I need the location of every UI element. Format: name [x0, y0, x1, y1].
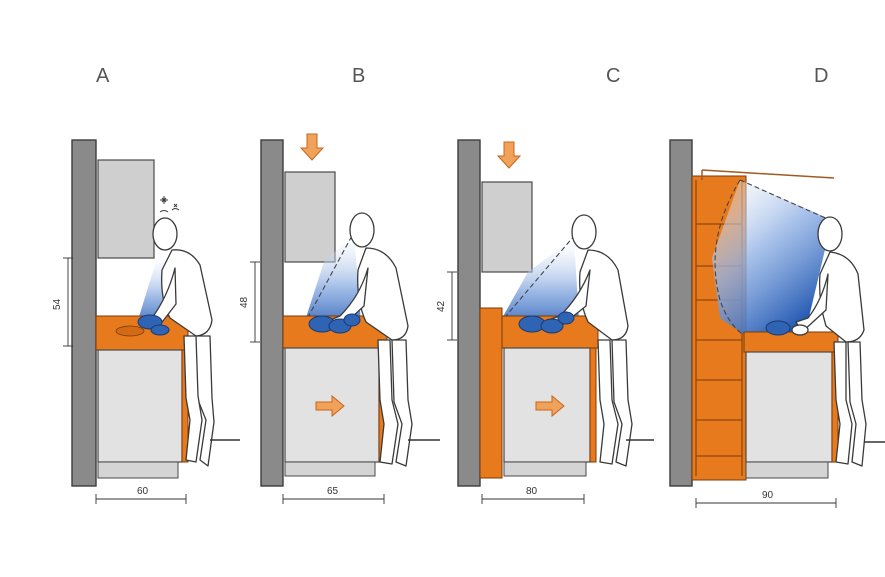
person-figure: [518, 214, 633, 467]
upper-cabinet: [97, 159, 155, 259]
plinth: [745, 461, 829, 479]
panel-b: B 48: [239, 65, 440, 504]
depth-dimension: 65: [282, 486, 385, 504]
light-cone: [712, 180, 832, 340]
depth-dimension: 90: [695, 490, 837, 508]
plinth: [503, 461, 587, 477]
plinth: [284, 461, 376, 477]
wall: [669, 139, 693, 487]
depth-label: 60: [137, 486, 149, 497]
arrow-right-icon: [315, 394, 345, 418]
depth-label: 90: [762, 490, 774, 501]
countertop: [743, 331, 839, 353]
arrow-right-icon: [535, 394, 565, 418]
upper-cabinet: [481, 181, 533, 273]
person-figure: [765, 216, 867, 467]
panel-letter-d: D: [814, 65, 828, 87]
depth-label: 80: [526, 486, 538, 497]
arrow-down-icon: [299, 133, 325, 161]
sink: [115, 325, 145, 337]
light-cone-edge: [299, 231, 355, 333]
panel-c: C 42: [436, 65, 654, 504]
height-label: 54: [52, 298, 63, 310]
depth-dimension: 60: [95, 486, 187, 504]
height-dimension: 48: [239, 261, 260, 343]
height-label: 42: [436, 300, 447, 312]
arrow-down-icon: [496, 141, 522, 169]
base-cabinet: [97, 349, 183, 463]
person-figure: [308, 212, 413, 467]
depth-dimension: 80: [481, 486, 585, 504]
wall: [71, 139, 97, 487]
height-label: 48: [239, 296, 250, 308]
height-dimension: 42: [436, 271, 457, 341]
height-dimension: 54: [52, 257, 73, 347]
upper-cabinet: [284, 171, 336, 263]
panel-letter-c: C: [606, 65, 620, 87]
light-cone-edge: [493, 235, 575, 331]
person-figure: [137, 196, 215, 467]
light-cone-edge: [714, 179, 831, 341]
wall: [457, 139, 481, 487]
back-cabinet: [479, 307, 503, 479]
dizzy-stars-icon: [159, 196, 180, 213]
plinth: [97, 461, 179, 479]
depth-label: 65: [327, 486, 339, 497]
cabinet-side: [589, 347, 597, 463]
light-cone: [492, 238, 580, 336]
ceiling-rail: [701, 169, 835, 179]
wall: [260, 139, 284, 487]
panel-letter-b: B: [352, 65, 365, 87]
base-cabinet: [745, 351, 833, 463]
panel-letter-a: A: [96, 65, 110, 87]
panel-a: A 54: [52, 65, 240, 504]
panel-d: D: [669, 65, 885, 508]
